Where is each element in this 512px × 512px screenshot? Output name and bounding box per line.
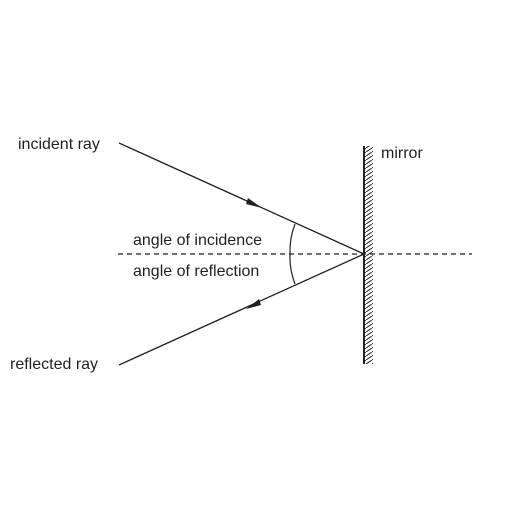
incident-ray-label: incident ray [18,136,100,153]
incident-ray-arrow [246,198,262,208]
mirror-label: mirror [381,145,423,162]
reflected-ray-label: reflected ray [10,356,98,373]
angle-of-reflection-arc [289,253,296,285]
angle-of-incidence-arc [289,223,296,255]
angle-of-incidence-label: angle of incidence [133,232,262,249]
mirror-hatching [364,146,373,364]
reflected-ray-line [118,253,365,366]
angle-of-reflection-label: angle of reflection [133,263,259,280]
incident-ray-line [118,142,365,255]
reflected-ray-arrow [246,299,261,309]
